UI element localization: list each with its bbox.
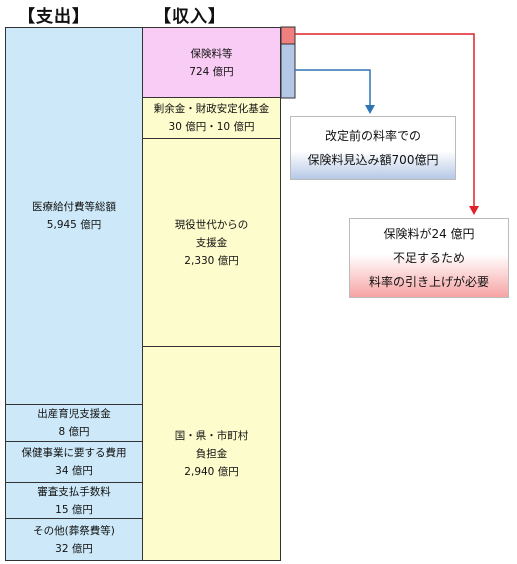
- revenue-support-amount: 2,330 億円: [184, 254, 239, 267]
- shortfall-callout: 保険料が24 億円 不足するため 料率の引き上げが必要: [349, 218, 509, 298]
- shortfall-bar: [280, 26, 296, 45]
- shortfall-arrow-line: [295, 33, 475, 208]
- revenue-header: 【収入】: [154, 7, 226, 27]
- shortfall-callout-line3: 料率の引き上げが必要: [368, 275, 489, 289]
- revenue-public-line2: 負担金: [195, 447, 228, 460]
- revenue-support-line2: 支援金: [195, 236, 228, 249]
- expenditure-review-amount: 15 億円: [55, 503, 93, 516]
- revenue-surplus-amount: 30 億円・10 億円: [168, 121, 255, 133]
- revenue-premium: 保険料等 724 億円: [142, 27, 281, 98]
- expenditure-other: その他(葬祭費等) 32 億円: [5, 518, 143, 561]
- revenue-premium-label: 保険料等: [190, 47, 233, 60]
- revenue-surplus: 剰余金・財政安定化基金 30 億円・10 億円: [142, 97, 281, 139]
- estimate-bar: [280, 43, 296, 99]
- expenditure-other-amount: 32 億円: [55, 542, 93, 555]
- expenditure-health-amount: 34 億円: [55, 465, 93, 477]
- expenditure-health-label: 保健事業に要する費用: [21, 447, 127, 459]
- expenditure-header: 【支出】: [18, 7, 90, 27]
- estimate-arrow-head: [365, 105, 375, 114]
- estimate-arrow-line: [295, 69, 371, 107]
- expenditure-review-label: 審査支払手数料: [37, 485, 111, 498]
- estimate-callout-line1: 改定前の料率での: [324, 129, 421, 143]
- revenue-public-line1: 国・県・市町村: [174, 429, 249, 442]
- revenue-support-line1: 現役世代からの: [174, 218, 249, 231]
- expenditure-childbirth-amount: 8 億円: [58, 426, 90, 438]
- expenditure-childbirth-label: 出産育児支援金: [37, 408, 111, 420]
- expenditure-other-label: その他(葬祭費等): [33, 524, 115, 537]
- shortfall-callout-line1: 保険料が24 億円: [383, 227, 475, 241]
- estimate-callout: 改定前の料率での 保険料見込み額700億円: [290, 116, 456, 180]
- expenditure-medical: 医療給付費等総額 5,945 億円: [5, 27, 143, 405]
- revenue-support: 現役世代からの 支援金 2,330 億円: [142, 138, 281, 347]
- estimate-callout-line2: 保険料見込み額700億円: [307, 153, 439, 167]
- revenue-surplus-label: 剰余金・財政安定化基金: [153, 103, 270, 115]
- expenditure-medical-label: 医療給付費等総額: [32, 201, 116, 213]
- revenue-public-amount: 2,940 億円: [184, 465, 239, 478]
- shortfall-callout-line2: 不足するため: [392, 251, 465, 265]
- shortfall-arrow-head: [469, 206, 479, 215]
- revenue-premium-amount: 724 億円: [189, 65, 234, 78]
- expenditure-childbirth: 出産育児支援金 8 億円: [5, 404, 143, 442]
- revenue-public: 国・県・市町村 負担金 2,940 億円: [142, 346, 281, 561]
- expenditure-medical-amount: 5,945 億円: [46, 219, 102, 231]
- expenditure-health: 保健事業に要する費用 34 億円: [5, 441, 143, 483]
